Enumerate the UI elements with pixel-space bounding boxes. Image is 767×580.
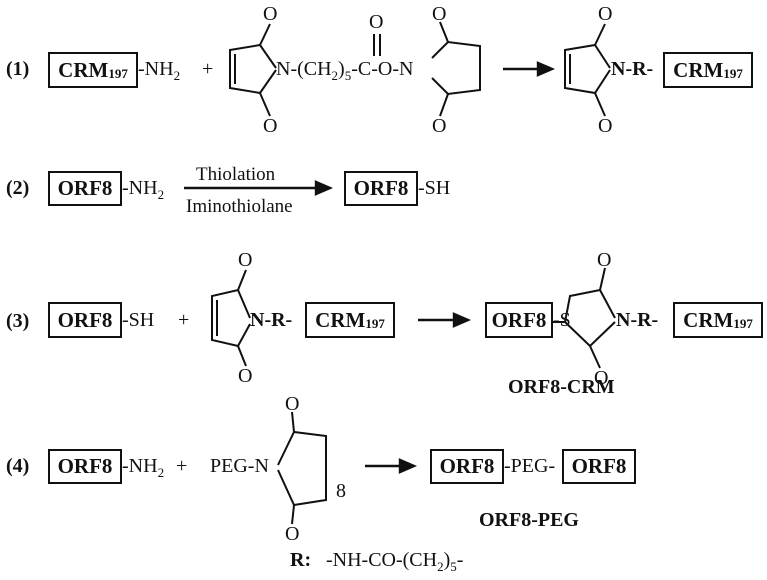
- orf8-box: ORF8: [485, 302, 553, 338]
- thiosuccinimide-ring: [553, 267, 616, 369]
- succinimide-ring: [431, 21, 481, 117]
- step-number: (2): [6, 177, 30, 199]
- oxygen-label: O: [263, 115, 278, 137]
- plus-sign: +: [202, 58, 214, 80]
- plus-sign: +: [176, 455, 188, 477]
- step-number: (4): [6, 455, 30, 477]
- n-r-link: N-R-: [616, 309, 659, 331]
- thiol-group: -SH: [418, 177, 451, 199]
- condition-above: Thiolation: [196, 164, 276, 185]
- r-definition-label: R:: [290, 549, 312, 571]
- peg-link: -PEG-: [504, 455, 556, 477]
- orf8-box: ORF8: [48, 171, 122, 206]
- step-number: (1): [6, 58, 30, 80]
- condition-below: Iminothiolane: [186, 196, 293, 217]
- plus-sign: +: [178, 309, 190, 331]
- product-label-orf8-crm: ORF8-CRM: [508, 376, 615, 398]
- linker-chain: N-(CH2)5-C-O-N: [276, 58, 414, 83]
- oxygen-label: O: [598, 3, 613, 25]
- n-r-link: N-R-: [611, 58, 654, 80]
- product-label-orf8-peg: ORF8-PEG: [479, 509, 579, 531]
- oxygen-label: O: [598, 115, 613, 137]
- oxygen-label: O: [597, 249, 612, 271]
- oxygen-label: O: [594, 367, 609, 389]
- maleimide-ring-reagent: [229, 23, 277, 117]
- orf8-box: ORF8: [344, 171, 418, 206]
- orf8-box: ORF8: [48, 449, 122, 484]
- n-r-link: N-R-: [250, 309, 293, 331]
- sulfur-label: -S: [553, 309, 571, 331]
- oxygen-label: O: [285, 523, 300, 545]
- r-definition-formula: -NH-CO-(CH2)5-: [326, 549, 464, 574]
- ring-size-label: 8: [336, 480, 346, 502]
- oxygen-label: O: [238, 365, 253, 387]
- thiol-group: -SH: [122, 309, 155, 331]
- step-number: (3): [6, 310, 30, 332]
- peg-n-label: PEG-N: [210, 455, 269, 477]
- maleimide-ring-product: [564, 23, 611, 117]
- oxygen-label: O: [369, 11, 384, 33]
- oxygen-label: O: [285, 393, 300, 415]
- maleimide-ring-step3: [211, 269, 251, 367]
- amine-group: -NH2: [138, 58, 181, 83]
- oxygen-label: O: [263, 3, 278, 25]
- orf8-box: ORF8: [48, 302, 122, 338]
- amine-group: -NH2: [122, 177, 165, 202]
- peg-succinimide-ring: [277, 411, 327, 525]
- oxygen-label: O: [432, 3, 447, 25]
- amine-group: -NH2: [122, 455, 165, 480]
- oxygen-label: O: [238, 249, 253, 271]
- oxygen-label: O: [432, 115, 447, 137]
- orf8-box: ORF8: [430, 449, 504, 484]
- orf8-box: ORF8: [562, 449, 636, 484]
